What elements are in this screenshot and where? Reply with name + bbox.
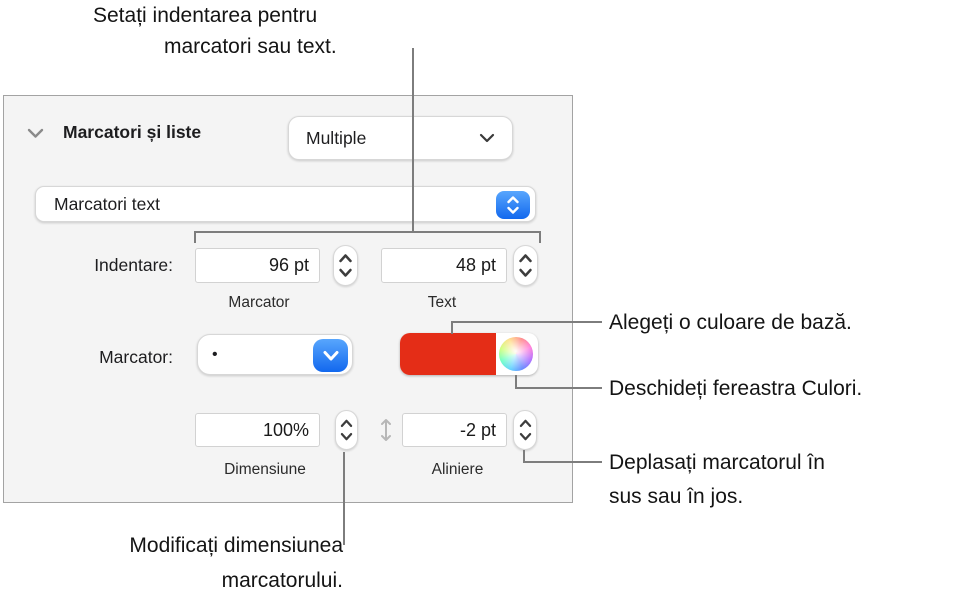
- bullet-type-popup-value: Marcatori text: [54, 193, 160, 214]
- text-indent-caption: Text: [427, 294, 457, 311]
- callout-line-indent-bracket-left-tick: [194, 231, 196, 243]
- vertical-double-arrow-icon: [379, 416, 393, 444]
- list-style-popup[interactable]: Multiple: [288, 116, 513, 160]
- callout-line-indent-bracket-right-tick: [539, 231, 541, 243]
- callout-size: Modificați dimensiunea marcatorului.: [30, 528, 343, 598]
- callout-indent-line1: Setați indentarea pentru: [93, 4, 318, 27]
- chevron-down-icon: [479, 133, 495, 143]
- text-indent-value: 48 pt: [455, 255, 496, 275]
- bullet-size-value: 100%: [262, 419, 309, 440]
- bullet-size-caption: Dimensiune: [224, 461, 306, 478]
- up-down-chevrons-icon: [519, 419, 531, 441]
- callout-size-line1: Modificați dimensiunea: [129, 534, 343, 557]
- callout-base-color: Alegeți o culoare de bază.: [609, 311, 852, 334]
- bullet-color-well[interactable]: [400, 333, 538, 375]
- bullet-align-stepper[interactable]: [513, 410, 537, 450]
- text-indent-stepper[interactable]: [513, 245, 538, 286]
- callout-line-indent-vertical: [412, 48, 414, 233]
- bullet-character-popup[interactable]: •: [197, 334, 353, 375]
- up-down-chevrons-icon: [519, 254, 532, 277]
- callout-line-move-vertical: [523, 450, 525, 463]
- bullet-character-value: •: [212, 345, 218, 363]
- bullet-align-caption: Aliniere: [431, 461, 484, 478]
- chevron-down-icon: [313, 339, 348, 372]
- up-down-chevrons-icon: [496, 191, 530, 219]
- callout-line-colorswindow-vertical: [515, 375, 517, 389]
- up-down-chevrons-icon: [339, 254, 352, 277]
- indent-label: Indentare:: [94, 255, 173, 275]
- callout-move-line2: sus sau în jos.: [609, 485, 744, 508]
- color-swatch-red[interactable]: [400, 333, 496, 375]
- bullet-indent-stepper[interactable]: [333, 245, 358, 286]
- callout-line-colorswindow-horizontal: [515, 387, 602, 389]
- callout-colors-window: Deschideți fereastra Culori.: [609, 377, 863, 400]
- list-style-popup-value: Multiple: [306, 127, 367, 148]
- up-down-chevrons-icon: [340, 419, 353, 441]
- callout-line-move-horizontal: [523, 461, 602, 463]
- bullet-indent-field[interactable]: 96 pt: [195, 248, 320, 283]
- bullet-align-value: -2 pt: [459, 419, 496, 440]
- text-indent-field[interactable]: 48 pt: [381, 248, 507, 283]
- color-wheel-icon[interactable]: [499, 337, 533, 371]
- callout-size-line2: marcatorului.: [221, 569, 343, 592]
- bullet-type-popup[interactable]: Marcatori text: [35, 186, 536, 222]
- disclosure-chevron-down-icon[interactable]: [27, 128, 44, 139]
- callout-line-basecolor-horizontal: [451, 321, 602, 323]
- bullet-label: Marcator:: [99, 347, 173, 367]
- bullet-size-stepper[interactable]: [335, 410, 358, 450]
- bullet-size-field[interactable]: 100%: [195, 413, 320, 447]
- callout-line-size-vertical: [343, 452, 345, 545]
- callout-indent-line2: marcatori sau text.: [164, 35, 337, 58]
- callout-move-line1: Deplasați marcatorul în: [609, 451, 825, 474]
- callout-line-indent-bracket: [194, 231, 541, 233]
- bullet-align-field[interactable]: -2 pt: [402, 413, 507, 447]
- bullet-indent-value: 96 pt: [268, 255, 309, 275]
- section-title: Marcatori și liste: [63, 122, 202, 142]
- callout-line-basecolor-vertical: [451, 321, 453, 334]
- bullet-indent-caption: Marcator: [228, 294, 290, 311]
